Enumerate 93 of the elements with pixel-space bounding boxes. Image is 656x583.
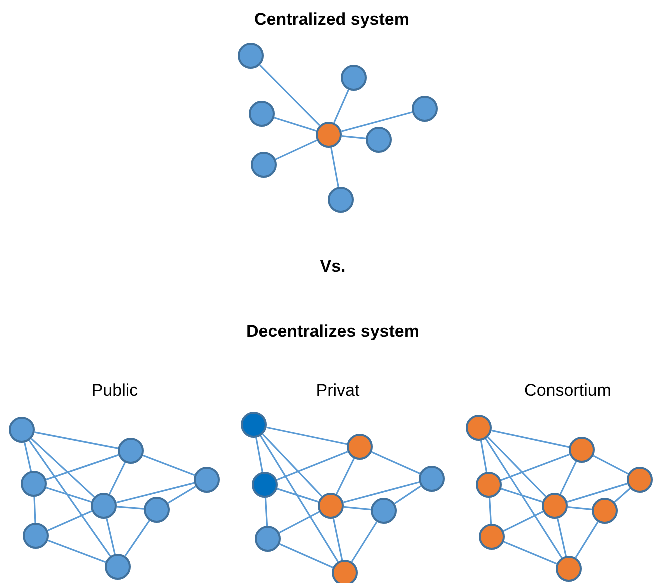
network-caption: Public (92, 381, 138, 401)
network-node-circle (255, 526, 281, 552)
diagram-heading: Centralized system (254, 10, 410, 30)
connector-line (109, 462, 126, 495)
connector-line (34, 496, 36, 524)
network-node-circle (241, 412, 267, 438)
connector-line (343, 482, 420, 504)
connector-line (28, 440, 112, 557)
connector-line (342, 136, 366, 140)
connector-line (351, 522, 378, 562)
network-node-circle (238, 43, 264, 69)
connector-line (46, 454, 119, 481)
connector-line (593, 455, 629, 475)
connector-line (344, 506, 372, 511)
network-node-circle (328, 187, 354, 213)
connector-line (330, 148, 340, 188)
connector-line (575, 522, 599, 558)
network-node-circle (91, 493, 117, 519)
network-node-circle (592, 498, 618, 524)
connector-line (492, 430, 570, 448)
connector-line (504, 541, 558, 565)
connector-line (260, 64, 320, 126)
connector-line (488, 436, 546, 498)
connector-line (48, 510, 92, 532)
connector-line (168, 486, 196, 504)
connector-line (341, 112, 413, 132)
network-node-circle (21, 471, 47, 497)
connector-line (336, 458, 355, 495)
connector-line (124, 520, 150, 557)
network-node-circle (23, 523, 49, 549)
network-node-circle (366, 127, 392, 153)
connector-line (260, 436, 339, 562)
connector-line (501, 488, 543, 503)
versus-label: Vs. (320, 257, 346, 277)
network-node-circle (347, 434, 373, 460)
network-node-circle (466, 415, 492, 441)
network-node-circle (412, 96, 438, 122)
connector-line (34, 432, 118, 450)
connector-line (485, 438, 563, 558)
connector-line (274, 117, 317, 132)
network-node-circle (556, 556, 582, 582)
network-node-circle (341, 65, 367, 91)
network-node-circle (316, 122, 342, 148)
connector-line (372, 452, 420, 474)
network-node-circle (318, 493, 344, 519)
connector-line (280, 544, 334, 568)
connector-line (332, 518, 344, 560)
connector-line (279, 511, 320, 534)
network-node-circle (118, 438, 144, 464)
connector-line (256, 438, 264, 472)
connector-line (557, 518, 567, 556)
network-node-circle (332, 560, 358, 583)
network-node-circle (479, 524, 505, 550)
network-node-circle (476, 472, 502, 498)
connector-line (266, 426, 348, 446)
connector-line (480, 440, 488, 472)
network-caption: Privat (316, 381, 360, 401)
connector-line (275, 140, 318, 160)
network-node-circle (194, 467, 220, 493)
connector-line (116, 506, 144, 510)
connector-line (277, 488, 319, 503)
connector-line (46, 487, 92, 503)
network-node-circle (105, 554, 131, 580)
connector-line (568, 506, 592, 510)
network-node-circle (542, 493, 568, 519)
connector-line (503, 511, 544, 532)
network-node-circle (627, 467, 653, 493)
network-caption: Consortium (524, 381, 612, 401)
connector-line (24, 442, 32, 472)
network-node-circle (9, 417, 35, 443)
connector-line (500, 454, 570, 482)
network-node-circle (371, 498, 397, 524)
network-node-circle (251, 152, 277, 178)
connector-line (567, 483, 628, 503)
connector-line (262, 434, 323, 498)
network-node-circle (249, 101, 275, 127)
connector-line (560, 461, 578, 495)
network-node-circle (252, 472, 278, 498)
network-node-circle (419, 466, 445, 492)
connector-line (264, 498, 268, 526)
diagram-heading: Decentralizes system (246, 322, 420, 342)
network-node-circle (569, 437, 595, 463)
connector-line (106, 518, 116, 554)
connector-line (116, 482, 195, 504)
connector-line (614, 488, 631, 503)
connector-line (394, 486, 422, 504)
connector-line (142, 454, 196, 476)
connector-line (333, 90, 350, 124)
connector-line (488, 498, 492, 524)
connector-line (30, 438, 96, 498)
connector-line (48, 540, 106, 564)
connector-line (276, 451, 348, 481)
network-node-circle (144, 497, 170, 523)
